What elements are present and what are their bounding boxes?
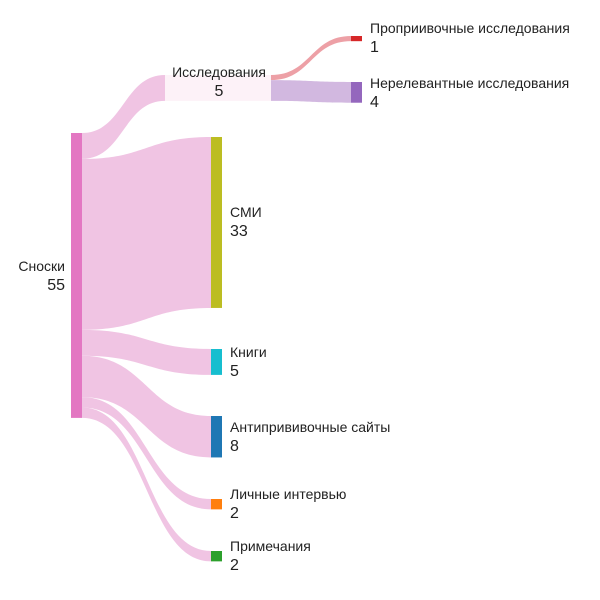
link-snoski-anti xyxy=(82,355,211,458)
node-label-prim: Примечания xyxy=(230,538,311,554)
node-nerel xyxy=(351,82,362,103)
node-value-snoski: 55 xyxy=(47,277,65,294)
node-issled xyxy=(165,75,271,101)
link-snoski-issled xyxy=(82,75,165,159)
node-prim xyxy=(211,551,222,562)
node-smi xyxy=(211,137,222,308)
sankey-links xyxy=(82,36,351,562)
node-label-issled: Исследования xyxy=(172,64,266,80)
node-label-nerel: Нерелевантные исследования xyxy=(370,75,569,91)
node-value-prim: 2 xyxy=(230,557,239,574)
link-snoski-knigi xyxy=(82,329,211,375)
link-snoski-interv xyxy=(82,397,211,510)
node-value-smi: 33 xyxy=(230,223,248,240)
node-interv xyxy=(211,499,222,510)
node-label-interv: Личные интервью xyxy=(230,486,346,502)
node-value-anti: 8 xyxy=(230,438,239,455)
node-knigi xyxy=(211,349,222,375)
link-issled-nerel xyxy=(271,80,351,103)
node-label-anti: Антипрививочные сайты xyxy=(230,419,390,435)
node-anti xyxy=(211,416,222,458)
node-label-smi: СМИ xyxy=(230,204,262,220)
link-snoski-prim xyxy=(82,407,211,562)
node-value-pro: 1 xyxy=(370,39,379,56)
node-label-pro: Проприивочные исследования xyxy=(370,20,570,36)
link-snoski-smi xyxy=(82,137,211,330)
node-value-knigi: 5 xyxy=(230,363,239,380)
node-label-snoski: Сноски xyxy=(18,258,65,274)
node-snoski xyxy=(71,133,82,418)
sankey-labels: Сноски55Исследования5СМИ33Книги5Антиприв… xyxy=(18,20,569,574)
node-value-issled: 5 xyxy=(215,83,224,100)
sankey-nodes xyxy=(71,36,362,562)
node-label-knigi: Книги xyxy=(230,344,267,360)
link-issled-pro xyxy=(271,36,351,81)
node-pro xyxy=(351,36,362,42)
node-value-nerel: 4 xyxy=(370,94,379,111)
node-value-interv: 2 xyxy=(230,505,239,522)
